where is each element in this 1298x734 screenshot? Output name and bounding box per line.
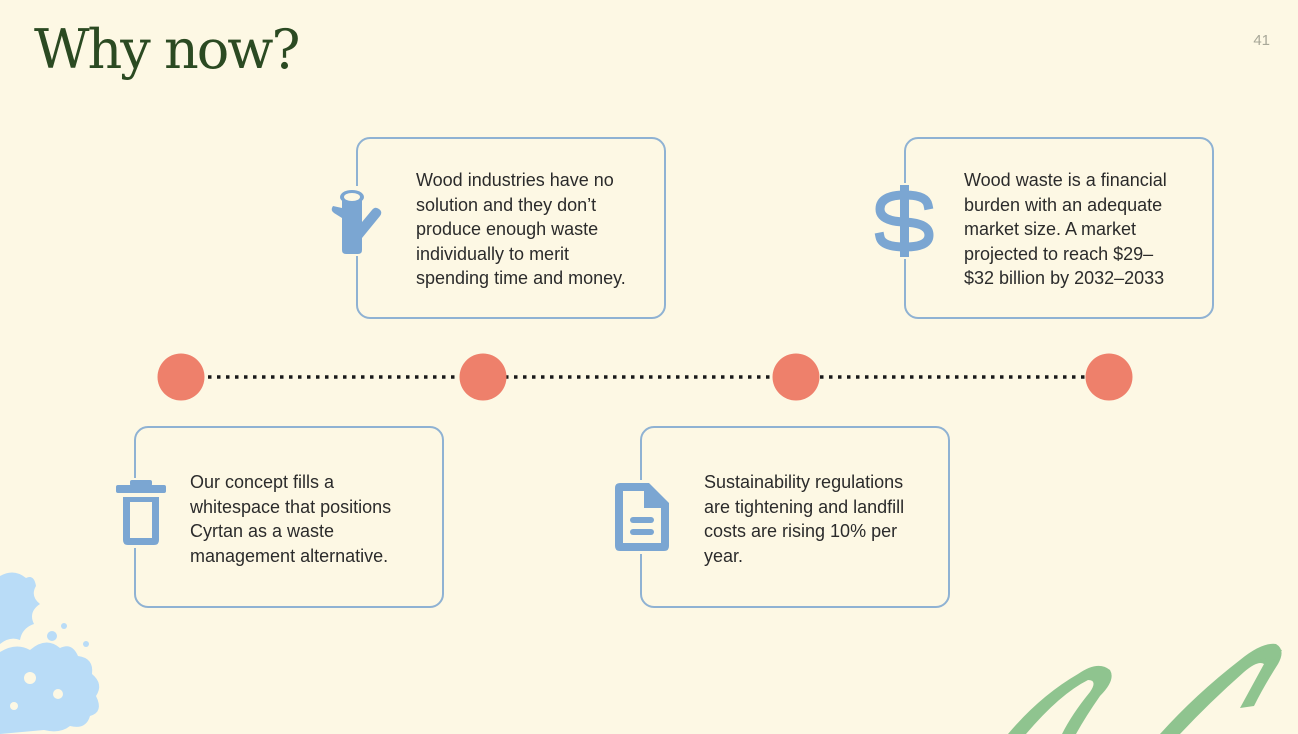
timeline-dot-3: [772, 353, 820, 401]
page-number: 41: [1253, 32, 1270, 49]
document-icon: [611, 480, 673, 554]
card-text-financial-burden: Wood waste is a financial burden with an…: [964, 170, 1167, 288]
trash-bin-icon: [112, 478, 170, 548]
card-financial-burden: [904, 137, 1214, 319]
dollar-sign-icon: [872, 183, 938, 259]
card-concept-whitespace: [134, 426, 444, 608]
card-text-concept-whitespace: Our concept fills a whitespace that posi…: [190, 472, 392, 566]
slide-title: Why now?: [34, 18, 300, 81]
card-wood-industries: [356, 137, 666, 319]
card-text-regulations: Sustainability regulations are tightenin…: [704, 472, 905, 566]
tree-stump-icon: [330, 186, 388, 256]
timeline-dot-4: [1085, 353, 1133, 401]
blue-paint-decoration: [0, 572, 100, 734]
timeline-dot-1: [157, 353, 205, 401]
card-regulations: [640, 426, 950, 608]
timeline-dot-2: [459, 353, 507, 401]
green-brush-decoration: [1008, 643, 1282, 734]
card-text-wood-industries: Wood industries have no solution and the…: [416, 170, 626, 288]
